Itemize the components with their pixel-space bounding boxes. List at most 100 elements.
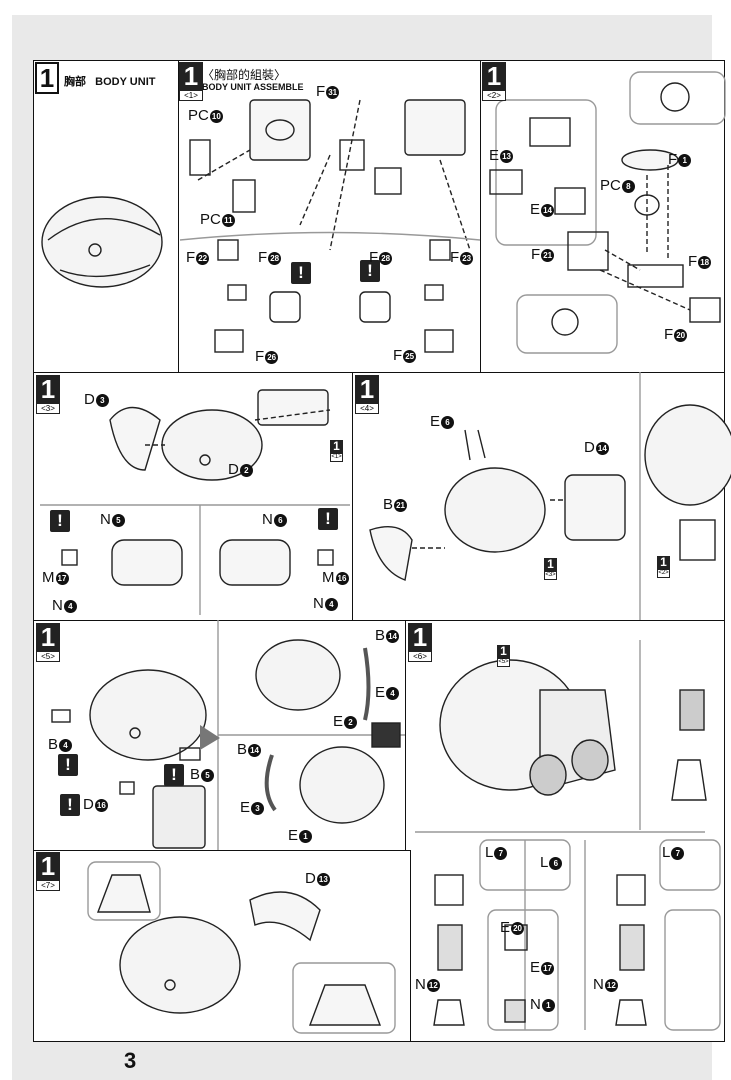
part-number-badge: 20 [674, 329, 688, 342]
step2-illustration [489, 71, 726, 354]
step-badge: 1<6> [408, 623, 432, 662]
section-step-badge: 1 [35, 62, 59, 94]
part-number-badge: 17 [55, 572, 69, 585]
step6-illustration [415, 640, 721, 1031]
ref-number: 1 [544, 558, 557, 571]
runner-letter: B [375, 627, 386, 644]
runner-letter: F [450, 249, 460, 266]
part-number-badge: 5 [201, 769, 215, 782]
runner-letter: N [530, 996, 541, 1013]
section-title: 胸部 BODY UNIT [64, 73, 155, 89]
runner-letter: E [288, 827, 299, 844]
part-number-badge: 18 [698, 256, 712, 269]
runner-letter: B [190, 766, 201, 783]
section-title-cn: 胸部 [64, 76, 86, 88]
runner-letter: B [383, 496, 394, 513]
body-unit-illustration [41, 196, 163, 288]
part-number-badge: 4 [63, 600, 77, 613]
caution-icon: ! [50, 510, 70, 532]
part-number-badge: 23 [460, 252, 474, 265]
runner-letter: D [84, 391, 95, 408]
step7-illustration [87, 861, 396, 1034]
caution-icon: ! [58, 754, 78, 776]
ref-number: 1 [330, 440, 343, 453]
part-number-badge: 3 [251, 802, 265, 815]
runner-letter: L [540, 854, 549, 871]
step-number: 1 [482, 62, 506, 90]
substep-label: <2> [482, 90, 506, 101]
runner-letter: M [322, 569, 335, 586]
part-number-badge: 1 [541, 999, 555, 1012]
part-number-badge: 14 [541, 204, 555, 217]
caution-icon: ! [291, 262, 311, 284]
runner-letter: N [313, 595, 324, 612]
caution-icon: ! [318, 508, 338, 530]
part-number-badge: 26 [265, 351, 279, 364]
step-badge: 1<2> [482, 62, 506, 101]
part-number-badge: 6 [441, 416, 455, 429]
step-number: 1 [36, 375, 60, 403]
part-number-badge: 16 [94, 799, 108, 812]
part-number-badge: 6 [549, 857, 563, 870]
part-number-badge: 14 [595, 442, 609, 455]
runner-letter: E [489, 147, 500, 164]
runner-letter: N [52, 597, 63, 614]
caution-icon: ! [60, 794, 80, 816]
runner-letter: B [237, 741, 248, 758]
step-reference-badge: 1<1> [330, 440, 343, 462]
part-number-badge: 12 [426, 979, 440, 992]
part-number-badge: 28 [268, 252, 282, 265]
step-badge: 1<4> [355, 375, 379, 414]
runner-letter: B [48, 736, 59, 753]
runner-letter: L [662, 844, 671, 861]
runner-letter: D [305, 870, 316, 887]
runner-letter: F [664, 326, 674, 343]
runner-letter: N [100, 511, 111, 528]
part-number-badge: 7 [494, 847, 508, 860]
part-number-badge: 6 [273, 514, 287, 527]
ref-substep: <1> [330, 453, 343, 462]
runner-letter: F [316, 83, 326, 100]
runner-letter: E [430, 413, 441, 430]
substep-label: <4> [355, 403, 379, 414]
part-number-badge: 5 [111, 514, 125, 527]
part-number-badge: 20 [511, 922, 525, 935]
runner-letter: E [530, 201, 541, 218]
step-badge: 1<3> [36, 375, 60, 414]
runner-letter: F [186, 249, 196, 266]
part-number-badge: 8 [621, 180, 635, 193]
step-number: 1 [36, 623, 60, 651]
part-number-badge: 1 [299, 830, 313, 843]
part-number-badge: 14 [248, 744, 262, 757]
part-number-badge: 21 [541, 249, 555, 262]
runner-letter: F [531, 246, 541, 263]
runner-letter: E [375, 684, 386, 701]
runner-letter: N [415, 976, 426, 993]
step-reference-badge: 1<3> [544, 558, 557, 580]
step-badge: 1<7> [36, 852, 60, 891]
ref-number: 1 [657, 556, 670, 569]
runner-letter: L [485, 844, 494, 861]
substep-label: <1> [179, 90, 203, 101]
part-number-badge: 2 [239, 464, 253, 477]
runner-letter: F [668, 151, 678, 168]
